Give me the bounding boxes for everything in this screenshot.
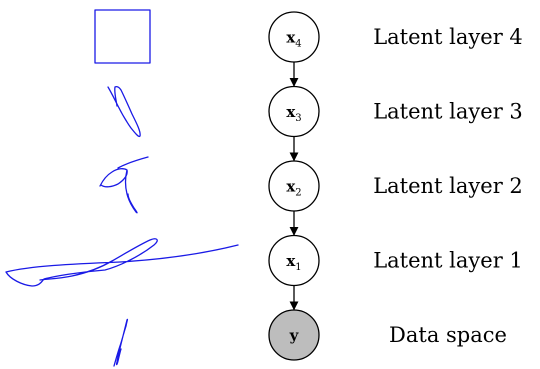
sketch-column bbox=[5, 9, 239, 367]
layer-label-x3: Latent layer 3 bbox=[373, 100, 523, 124]
layer-label-x2: Latent layer 2 bbox=[373, 174, 523, 198]
node-x1-subscript: 1 bbox=[295, 262, 301, 273]
layer-label-x1: Latent layer 1 bbox=[373, 249, 523, 273]
node-x1-symbol: x1 bbox=[286, 252, 301, 273]
layer-label-x4: Latent layer 4 bbox=[373, 25, 523, 49]
node-x3 bbox=[268, 85, 320, 138]
node-x2-subscript: 2 bbox=[295, 188, 301, 199]
node-x3-subscript: 3 bbox=[295, 113, 301, 124]
sketch-data-space bbox=[113, 318, 129, 367]
sketch-layer-2 bbox=[99, 156, 149, 214]
node-y bbox=[268, 309, 320, 361]
node-x4-subscript: 4 bbox=[295, 39, 301, 50]
node-x2 bbox=[268, 160, 320, 212]
node-x4 bbox=[268, 11, 320, 63]
node-x3-symbol: x3 bbox=[286, 103, 301, 124]
node-x4-symbol: x4 bbox=[286, 29, 301, 50]
layer-label-y: Data space bbox=[389, 323, 507, 347]
sketch-square bbox=[94, 9, 151, 64]
node-x1 bbox=[268, 234, 320, 287]
node-x2-symbol: x2 bbox=[286, 178, 301, 199]
sketch-layer-3 bbox=[107, 85, 141, 138]
node-y-symbol: y bbox=[289, 327, 300, 345]
sketch-layer-1 bbox=[5, 238, 239, 287]
